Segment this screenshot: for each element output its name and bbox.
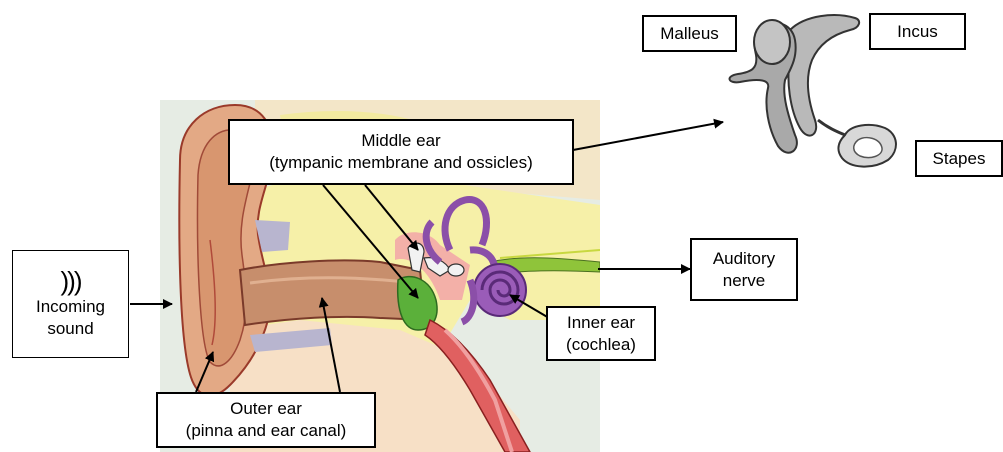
auditory-nerve-label: Auditory nerve xyxy=(690,238,798,301)
inner-ear-label: Inner ear (cochlea) xyxy=(546,306,656,361)
incoming-sound-line1: Incoming xyxy=(36,296,105,318)
outer-ear-line1: Outer ear xyxy=(230,398,302,420)
middle-ear-title: Middle ear xyxy=(361,130,440,152)
incus-label: Incus xyxy=(869,13,966,50)
inner-ear-line1: Inner ear xyxy=(567,312,635,334)
stapes-text: Stapes xyxy=(933,148,986,170)
incus-bone xyxy=(788,15,859,135)
outer-ear-label: Outer ear (pinna and ear canal) xyxy=(156,392,376,448)
sound-wave-icon: ))) xyxy=(61,268,81,294)
incus-text: Incus xyxy=(897,21,938,43)
malleus-text: Malleus xyxy=(660,23,719,45)
incoming-sound-line2: sound xyxy=(47,318,93,340)
middle-ear-label: Middle ear (tympanic membrane and ossicl… xyxy=(228,119,574,185)
inner-ear-line2: (cochlea) xyxy=(566,334,636,356)
auditory-nerve-line2: nerve xyxy=(723,270,766,292)
middle-ear-subtitle: (tympanic membrane and ossicles) xyxy=(269,152,533,174)
malleus-label: Malleus xyxy=(642,15,737,52)
stapes-label: Stapes xyxy=(915,140,1003,177)
auditory-nerve-line1: Auditory xyxy=(713,248,775,270)
incoming-sound-label: ))) Incoming sound xyxy=(12,250,129,358)
outer-ear-line2: (pinna and ear canal) xyxy=(186,420,347,442)
